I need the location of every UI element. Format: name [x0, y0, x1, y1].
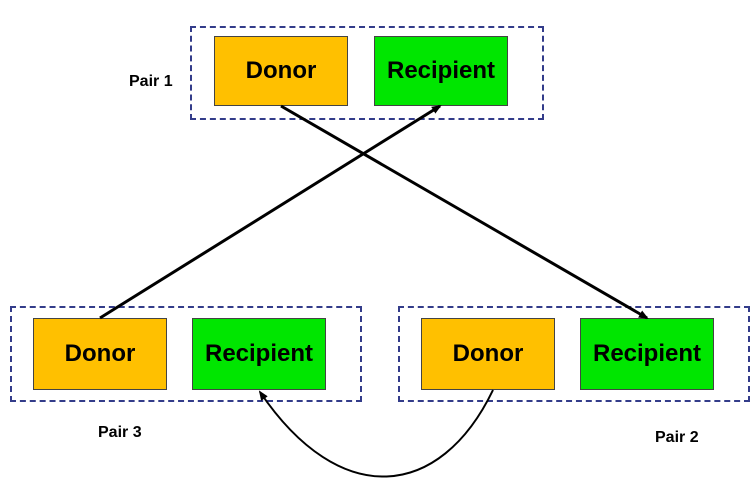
arrow-pair3-donor-to-pair1-recipient: [99, 104, 442, 320]
pair-3-recipient-box: Recipient: [192, 318, 326, 390]
arrow-pair1-donor-to-pair2-recipient: [280, 104, 649, 320]
pair-2-donor-box: Donor: [421, 318, 555, 390]
pair-1-donor-box: Donor: [214, 36, 348, 106]
pair-1-recipient-box: Recipient: [374, 36, 508, 106]
pair-1-label: Pair 1: [129, 73, 173, 90]
pair-3-label: Pair 3: [98, 424, 142, 441]
pair-3-donor-box: Donor: [33, 318, 167, 390]
pair-2-label: Pair 2: [655, 429, 699, 446]
pair-2-recipient-box: Recipient: [580, 318, 714, 390]
arrow-pair2-donor-to-pair3-recipient: [258, 389, 494, 478]
